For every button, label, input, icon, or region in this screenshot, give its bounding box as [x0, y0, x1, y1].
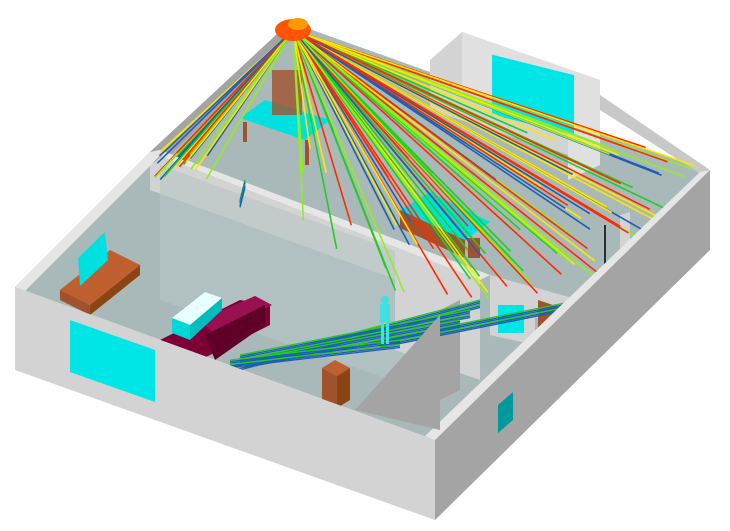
ray [292, 29, 305, 221]
bed [172, 292, 222, 340]
ray [292, 29, 311, 149]
tv-stand [60, 232, 140, 315]
propagation-rays [152, 29, 705, 374]
ray [292, 29, 338, 250]
ray [190, 29, 294, 170]
ray [152, 29, 294, 163]
ray [176, 29, 294, 154]
ray [292, 29, 566, 210]
ray [292, 29, 613, 214]
ray [239, 187, 246, 208]
ray [292, 29, 387, 269]
ray [292, 29, 482, 257]
ray [292, 29, 629, 234]
person-figure-icon [380, 296, 390, 344]
ray [292, 29, 469, 227]
ray [379, 306, 581, 349]
ray [205, 29, 294, 180]
ray [379, 300, 581, 343]
ray [292, 29, 631, 300]
ray [292, 29, 696, 167]
ray [292, 29, 353, 226]
ray [239, 309, 471, 356]
ray [292, 29, 570, 262]
ray [239, 310, 471, 358]
ray [292, 29, 481, 277]
ray [244, 320, 461, 363]
ray [292, 29, 619, 156]
ray [379, 302, 581, 344]
ray [379, 303, 581, 346]
ray [292, 29, 490, 300]
ray [292, 29, 398, 226]
ray [292, 29, 596, 262]
ray [244, 319, 461, 361]
ray [229, 342, 401, 364]
ray [185, 29, 294, 163]
ray [292, 29, 418, 245]
outer-walls [15, 152, 710, 520]
ray [292, 29, 589, 250]
ray [244, 322, 461, 364]
ray [292, 29, 473, 298]
sofa [160, 296, 272, 360]
ray [292, 29, 557, 142]
ray [229, 345, 401, 367]
ray [292, 29, 521, 231]
front-window [70, 320, 155, 402]
cabinet [322, 360, 350, 408]
ray [229, 340, 401, 363]
ray [229, 339, 401, 361]
ray [379, 299, 581, 341]
ray [292, 29, 469, 251]
ray [292, 29, 622, 185]
ray [292, 29, 531, 284]
ray [292, 29, 328, 173]
ray [379, 305, 581, 347]
ray [292, 29, 405, 293]
ray [229, 343, 401, 366]
side-window [498, 392, 513, 433]
transmitter-icon [275, 18, 311, 41]
ray [292, 29, 574, 176]
ray [239, 312, 471, 359]
ray [292, 29, 512, 252]
ray [239, 313, 471, 361]
ray [229, 346, 401, 369]
ray [292, 29, 562, 275]
